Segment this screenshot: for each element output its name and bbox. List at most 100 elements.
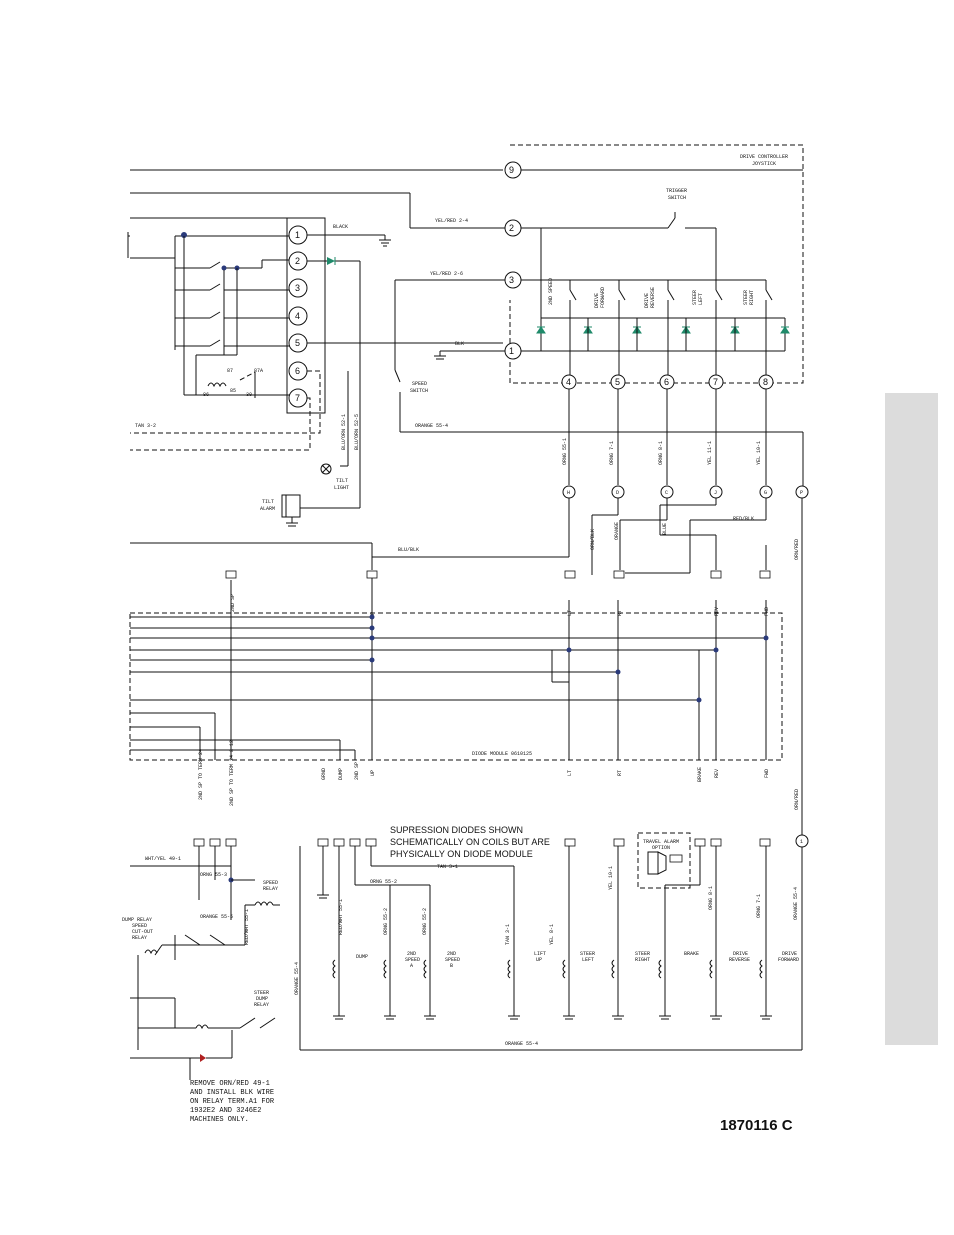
remove-note-1: REMOVE ORN/RED 49-1 bbox=[190, 1080, 270, 1088]
pin-3-label: 3 bbox=[509, 275, 514, 285]
relay-86: 86 bbox=[203, 392, 209, 398]
conn-C: C bbox=[665, 490, 668, 496]
box-4: 4 bbox=[295, 311, 300, 321]
box-5: 5 bbox=[295, 338, 300, 348]
dm-bot-rt: RT bbox=[617, 770, 623, 776]
coil-drive-rev-1: DRIVE bbox=[733, 951, 748, 957]
wire-orange-55-4-vert: ORANGE 55-4 bbox=[294, 962, 300, 995]
dm-top-rev: REV bbox=[714, 607, 720, 616]
sw-drive-rev-1: DRIVE bbox=[644, 293, 650, 308]
coil-wire-tan-3-1: TAN 3-1 bbox=[437, 864, 458, 870]
diode-module: 2ND SP UP LT RT REV FWD bbox=[129, 578, 783, 806]
relay-k: 87 87A 86 85 30 bbox=[203, 368, 263, 398]
wire-red-blk: RED/BLK bbox=[733, 516, 754, 522]
coil-2nd-b-3: B bbox=[450, 963, 453, 969]
coil-steer-right-1: STEER bbox=[635, 951, 650, 957]
wire-orng-8-1: ORNG 8-1 bbox=[658, 441, 664, 465]
pin-1-label: 1 bbox=[509, 346, 514, 356]
wire-yel-red-2-4: YEL/RED 2-4 bbox=[435, 218, 468, 224]
coil-symbols: DUMP 2ND SPEED A 2ND SPEED B LIFT UP STE… bbox=[332, 951, 799, 979]
wire-orn-red-2: ORN/RED bbox=[794, 789, 800, 810]
note-line-2: SCHEMATICALLY ON COILS BUT ARE bbox=[390, 837, 550, 847]
joystick-title-2: JOYSTICK bbox=[752, 161, 776, 167]
joystick-title-1: DRIVE CONTROLLER bbox=[740, 154, 788, 160]
joystick-pins: 9 2 3 1 bbox=[504, 161, 522, 360]
note-line-3: PHYSICALLY ON DIODE MODULE bbox=[390, 849, 533, 859]
coil-2nd-a-3: A bbox=[410, 963, 413, 969]
coil-grounds bbox=[333, 1015, 772, 1020]
wire-orng-7-1: ORNG 7-1 bbox=[609, 441, 615, 465]
wire-blue: BLUE bbox=[662, 523, 668, 535]
letter-connectors: H D C J G P bbox=[562, 485, 809, 499]
dm-bot-2nd-sp-24: 2ND SP TO TERM 24 bbox=[198, 749, 204, 800]
sw-drive-fwd-1: DRIVE bbox=[594, 293, 600, 308]
wire-orange-55-4: ORANGE 55-4 bbox=[415, 423, 448, 429]
wire-orn-blk: ORN/BLK bbox=[590, 529, 596, 550]
joystick-switches: 2ND SPEED DRIVE FORWARD DRIVE REVERSE ST… bbox=[548, 278, 773, 375]
speed-relay-2: RELAY bbox=[263, 886, 278, 892]
wire-orange-55-4-bottom: ORANGE 55-4 bbox=[505, 1041, 538, 1047]
joystick-internal-wiring bbox=[521, 169, 803, 352]
dm-bot-lt: LT bbox=[567, 770, 573, 776]
joystick-enclosure: DRIVE CONTROLLER JOYSTICK TRIGGER SWITCH bbox=[509, 144, 804, 384]
coil-wire-yel-8-1: YEL 8-1 bbox=[549, 924, 555, 945]
conn-J: J bbox=[714, 490, 717, 496]
wire-orange: ORANGE bbox=[614, 522, 620, 540]
orng-55-3-a: ORNG 55-3 bbox=[200, 872, 227, 878]
box-6: 6 bbox=[295, 366, 300, 376]
wire-yel-10-1: YEL 10-1 bbox=[756, 441, 762, 465]
tilt-light-2: LIGHT bbox=[334, 485, 349, 491]
terminal-row bbox=[225, 570, 771, 579]
dm-bot-grnd: GRND bbox=[321, 768, 327, 780]
sw-steer-left-1: STEER bbox=[692, 290, 698, 305]
relay-section: WHT/YEL 49-1 ORNG 55-3 ORANGE 55-5 SPEED… bbox=[122, 846, 802, 1080]
conn-D: D bbox=[616, 490, 619, 496]
dm-bot-brake: BRAKE bbox=[697, 767, 703, 782]
coil-wire-orange-55-4: ORANGE 55-4 bbox=[793, 887, 799, 920]
dump-relay-3: CUT-OUT bbox=[132, 929, 153, 935]
wire-blu-orn-52-5: BLU/ORN 52-5 bbox=[354, 414, 360, 450]
travel-alarm-option: TRAVEL ALARM OPTION bbox=[637, 832, 691, 889]
steer-dump-3: RELAY bbox=[254, 1002, 269, 1008]
bottom-terminals bbox=[193, 838, 771, 847]
coil-lift-1: LIFT bbox=[534, 951, 546, 957]
relay-87: 87 bbox=[227, 368, 233, 374]
tilt-alarm-2: ALARM bbox=[260, 506, 275, 512]
box-outputs: BLACK YEL/RED 2-6 SPEED SWITCH ORANGE 55… bbox=[130, 224, 804, 527]
dump-relay-2: SPEED bbox=[132, 923, 147, 929]
trigger-label-2: SWITCH bbox=[668, 195, 686, 201]
pin-9-label: 9 bbox=[509, 165, 514, 175]
coil-dump: DUMP bbox=[356, 954, 368, 960]
coil-wire-yel-10-1: YEL 10-1 bbox=[608, 866, 614, 890]
joystick-diode-links bbox=[587, 318, 736, 351]
dump-relay-1: DUMP RELAY bbox=[122, 917, 152, 923]
bpin-8: 8 bbox=[763, 377, 768, 387]
bpin-6: 6 bbox=[664, 377, 669, 387]
box-7: 7 bbox=[295, 393, 300, 403]
wire-black: BLACK bbox=[333, 224, 348, 230]
wire-whi-yel: WHT/YEL 49-1 bbox=[145, 856, 181, 862]
wire-blu-blk: BLU/BLK bbox=[398, 547, 419, 553]
coil-lift-2: UP bbox=[536, 957, 542, 963]
conn-H: H bbox=[567, 490, 570, 496]
wire-orn-red: ORN/RED bbox=[794, 539, 800, 560]
joystick-diodes bbox=[536, 326, 790, 334]
sw-2nd-speed: 2ND SPEED bbox=[548, 278, 554, 305]
wire-blk: BLK bbox=[455, 341, 464, 347]
pin-2-label: 2 bbox=[509, 223, 514, 233]
sw-steer-right-2: RIGHT bbox=[749, 290, 755, 305]
conn-G: G bbox=[764, 490, 767, 496]
orange-55-5: ORANGE 55-5 bbox=[200, 914, 233, 920]
side-tab bbox=[885, 393, 938, 1045]
bpin-7: 7 bbox=[713, 377, 718, 387]
dm-bot-fwd: FWD bbox=[764, 769, 770, 778]
box-3: 3 bbox=[295, 283, 300, 293]
joystick-to-connector-wires: ORNG 55-1 ORNG 7-1 ORNG 8-1 YEL 11-1 YEL… bbox=[562, 389, 767, 485]
remove-note-4: 1932E2 AND 3246E2 bbox=[190, 1107, 261, 1115]
remove-note-5: MACHINES ONLY. bbox=[190, 1116, 249, 1124]
relay-87a: 87A bbox=[254, 368, 263, 374]
coil-wire-orng-55-2: ORNG 55-2 bbox=[370, 879, 397, 885]
wire-yel-red-2-6: YEL/RED 2-6 bbox=[430, 271, 463, 277]
coil-brake: BRAKE bbox=[684, 951, 699, 957]
coil-drive-fwd-2: FORWARD bbox=[778, 957, 799, 963]
